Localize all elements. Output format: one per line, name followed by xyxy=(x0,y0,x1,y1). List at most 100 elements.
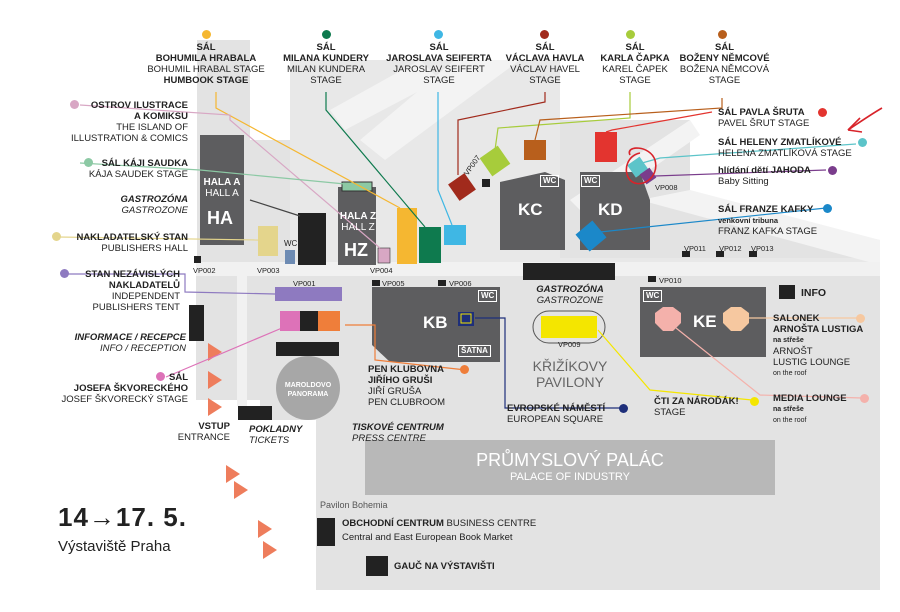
nezavisli-title1: STAN NEZÁVISLÝCH xyxy=(85,269,180,280)
stage-skvorecky-block xyxy=(280,311,300,331)
gastrozone-left-label[interactable]: GASTROZÓNA GASTROZONE xyxy=(60,194,188,216)
stage-seifert-label[interactable]: SÁL JAROSLAVA SEIFERTA JAROSLAV SEIFERT … xyxy=(374,42,504,86)
zmatlikova-sub: HELENA ZMATLÍKOVÁ STAGE xyxy=(718,148,852,159)
stage-nezavisli-label[interactable]: STAN NEZÁVISLÝCH NAKLADATELŮ INDEPENDENT… xyxy=(60,269,180,313)
havel-sub1: VÁCLAV HAVEL xyxy=(510,64,580,75)
maroldovo-name: MAROLDOVO xyxy=(284,382,332,389)
capek-dot xyxy=(626,30,635,39)
palace-label[interactable]: PRŮMYSLOVÝ PALÁC PALACE OF INDUSTRY xyxy=(365,450,775,484)
havel-dot xyxy=(540,30,549,39)
dates-arrow: → xyxy=(88,502,116,532)
info-label[interactable]: INFO xyxy=(801,287,827,299)
hall-z-label: HALA Z HALL Z xyxy=(338,211,378,233)
zmatlikova-title: SÁL HELENY ZMATLÍKOVÉ xyxy=(718,137,842,148)
stage-zmatlikova-label[interactable]: SÁL HELENY ZMATLÍKOVÉ HELENA ZMATLÍKOVÁ … xyxy=(718,137,852,159)
tiskove-title: TISKOVÉ CENTRUM xyxy=(352,422,444,433)
stage-kundera-label[interactable]: SÁL MILANA KUNDERY MILAN KUNDERA STAGE xyxy=(266,42,386,86)
klubovna-sub1: JIŘÍ GRUŠA xyxy=(368,386,422,397)
stage-saudek-label[interactable]: SÁL KÁJI SAUDKA KÁJA SAUDEK STAGE xyxy=(60,158,188,180)
ostrov-title1: OSTROV ILUSTRACE xyxy=(90,100,188,111)
gastro1-title: GASTROZÓNA xyxy=(120,194,188,205)
hall-z-building xyxy=(338,187,376,265)
stage-hrabal-label[interactable]: SÁL BOHUMILA HRABALA BOHUMIL HRABAL STAG… xyxy=(136,42,276,86)
vstup-sub: ENTRANCE xyxy=(177,432,230,443)
info-reception-label[interactable]: INFORMACE / RECEPCE INFO / RECEPTION xyxy=(50,332,186,354)
business-centre-label[interactable]: OBCHODNÍ CENTRUM BUSINESS CENTRE Central… xyxy=(342,518,536,543)
maroldovo-name-2: PANORAMA xyxy=(287,391,329,398)
stage-seifert-block xyxy=(444,225,466,245)
hall-a-building xyxy=(200,135,244,245)
hall-ke-code: KE xyxy=(693,312,717,331)
stage-nakladatelsky-block xyxy=(258,226,278,256)
tickets-label[interactable]: POKLADNY TICKETS xyxy=(249,424,302,446)
nemcova-title2: BOŽENY NĚMCOVÉ xyxy=(679,53,770,64)
hall-z-name: HALA Z xyxy=(339,211,377,222)
wc-ke: WC xyxy=(643,290,663,302)
nezavisli-sub1: INDEPENDENT xyxy=(111,291,180,302)
salonek-sub2: LUSTIG LOUNGE xyxy=(773,357,851,368)
saudek-dot xyxy=(84,158,93,167)
evropske-dot xyxy=(619,404,628,413)
vp010: VP010 xyxy=(659,276,682,285)
klubovna-sub2: PEN CLUBROOM xyxy=(368,397,446,408)
maroldovo-panorama xyxy=(276,356,340,420)
stage-hrabal-block xyxy=(397,208,417,264)
stage-skvorecky-label[interactable]: SÁL JOSEFA ŠKVORECKÉHO JOSEF ŠKVORECKÝ S… xyxy=(50,372,188,405)
media-dot xyxy=(860,394,869,403)
stage-ostrov-label[interactable]: OSTROV ILUSTRACE A KOMIKSU THE ISLAND OF… xyxy=(60,100,188,144)
salonek-title1: SALONEK xyxy=(773,313,820,324)
wc-kd: WC xyxy=(581,175,601,187)
dates-to: 17. 5. xyxy=(115,502,187,532)
salonek-dot xyxy=(856,314,865,323)
stage-media-label[interactable]: MEDIA LOUNGE na střeše on the roof xyxy=(773,393,847,426)
kafka-title: SÁL FRANZE KAFKY xyxy=(718,204,814,215)
vp011: VP011 xyxy=(684,244,706,253)
stage-salonek-label[interactable]: SALONEK ARNOŠTA LUSTIGA na střeše ARNOŠT… xyxy=(773,313,863,379)
stage-capek-label[interactable]: SÁL KARLA ČAPKA KAREL ČAPEK STAGE xyxy=(590,42,680,86)
entrance-triangle xyxy=(208,398,222,416)
gastrozone-center-label[interactable]: GASTROZÓNA GASTROZONE xyxy=(510,284,630,306)
nemcova-title1: SÁL xyxy=(715,42,734,53)
stage-info-block xyxy=(300,311,318,331)
satna-label: ŠATNA xyxy=(458,345,491,357)
capek-title2: KARLA ČAPKA xyxy=(600,53,670,64)
stage-kafka-label[interactable]: SÁL FRANZE KAFKY venkovní tribuna FRANZ … xyxy=(718,204,817,237)
kafka-dot xyxy=(823,204,832,213)
hrabal-sub: BOHUMIL HRABAL STAGE xyxy=(147,64,265,75)
nezavisli-sub2: PUBLISHERS TENT xyxy=(92,302,180,313)
vp013: VP013 xyxy=(751,244,774,253)
gastro2-sub: GASTROZONE xyxy=(536,295,604,306)
skvorecky-title1: SÁL xyxy=(169,372,188,383)
gauc-label[interactable]: GAUČ NA VÝSTAVIŠTI xyxy=(394,561,495,572)
jahoda-title: hlídání dětí JAHODA xyxy=(718,165,811,176)
stage-havel-label[interactable]: SÁL VÁCLAVA HAVLA VÁCLAV HAVEL STAGE xyxy=(490,42,600,86)
stage-cti-label[interactable]: ČTI ZA NÁROĎÁK! STAGE xyxy=(654,396,739,418)
centre-sub: Central and East European Book Market xyxy=(342,532,513,543)
stage-srut-label[interactable]: SÁL PAVLA ŠRUTA PAVEL ŠRUT STAGE xyxy=(718,107,809,129)
kafka-sub2: FRANZ KAFKA STAGE xyxy=(718,226,818,237)
entrance-triangle xyxy=(258,520,272,538)
centre-en: BUSINESS CENTRE xyxy=(446,518,537,529)
entrance-label[interactable]: VSTUP ENTRANCE xyxy=(170,421,230,443)
handwritten-annotation xyxy=(625,107,883,185)
stage-jahoda-label[interactable]: hlídání dětí JAHODA Baby Sitting xyxy=(718,165,811,187)
havel-sub2: STAGE xyxy=(529,75,561,86)
ostrov-title2: A KOMIKSU xyxy=(133,111,188,122)
event-dates: 14→17. 5. xyxy=(58,503,187,531)
stage-nemcova-label[interactable]: SÁL BOŽENY NĚMCOVÉ BOŽENA NĚMCOVÁ STAGE xyxy=(672,42,777,86)
stage-srut-block xyxy=(595,132,617,162)
diagonal-road xyxy=(330,60,440,130)
seifert-title2: JAROSLAVA SEIFERTA xyxy=(386,53,492,64)
nezavisli-title2: NAKLADATELŮ xyxy=(108,280,180,291)
palace-sub: PALACE OF INDUSTRY xyxy=(509,471,630,483)
capek-sub1: KAREL ČAPEK xyxy=(602,64,668,75)
zmatlikova-dot xyxy=(858,138,867,147)
vp008: VP008 xyxy=(655,183,678,192)
cti-title: ČTI ZA NÁROĎÁK! xyxy=(654,396,739,407)
stage-klubovna-label[interactable]: PEN KLUBOVNA JIŘÍHO GRUŠI JIŘÍ GRUŠA PEN… xyxy=(368,364,445,408)
hrabal-extra: HUMBOOK STAGE xyxy=(163,75,249,86)
evropske-label[interactable]: EVROPSKÉ NÁMĚSTÍ EUROPEAN SQUARE xyxy=(507,403,605,425)
kundera-dot xyxy=(322,30,331,39)
stage-nakladatelsky-label[interactable]: NAKLADATELSKÝ STAN PUBLISHERS HALL xyxy=(60,232,188,254)
press-centre-label[interactable]: TISKOVÉ CENTRUM PRESS CENTRE xyxy=(352,422,444,444)
